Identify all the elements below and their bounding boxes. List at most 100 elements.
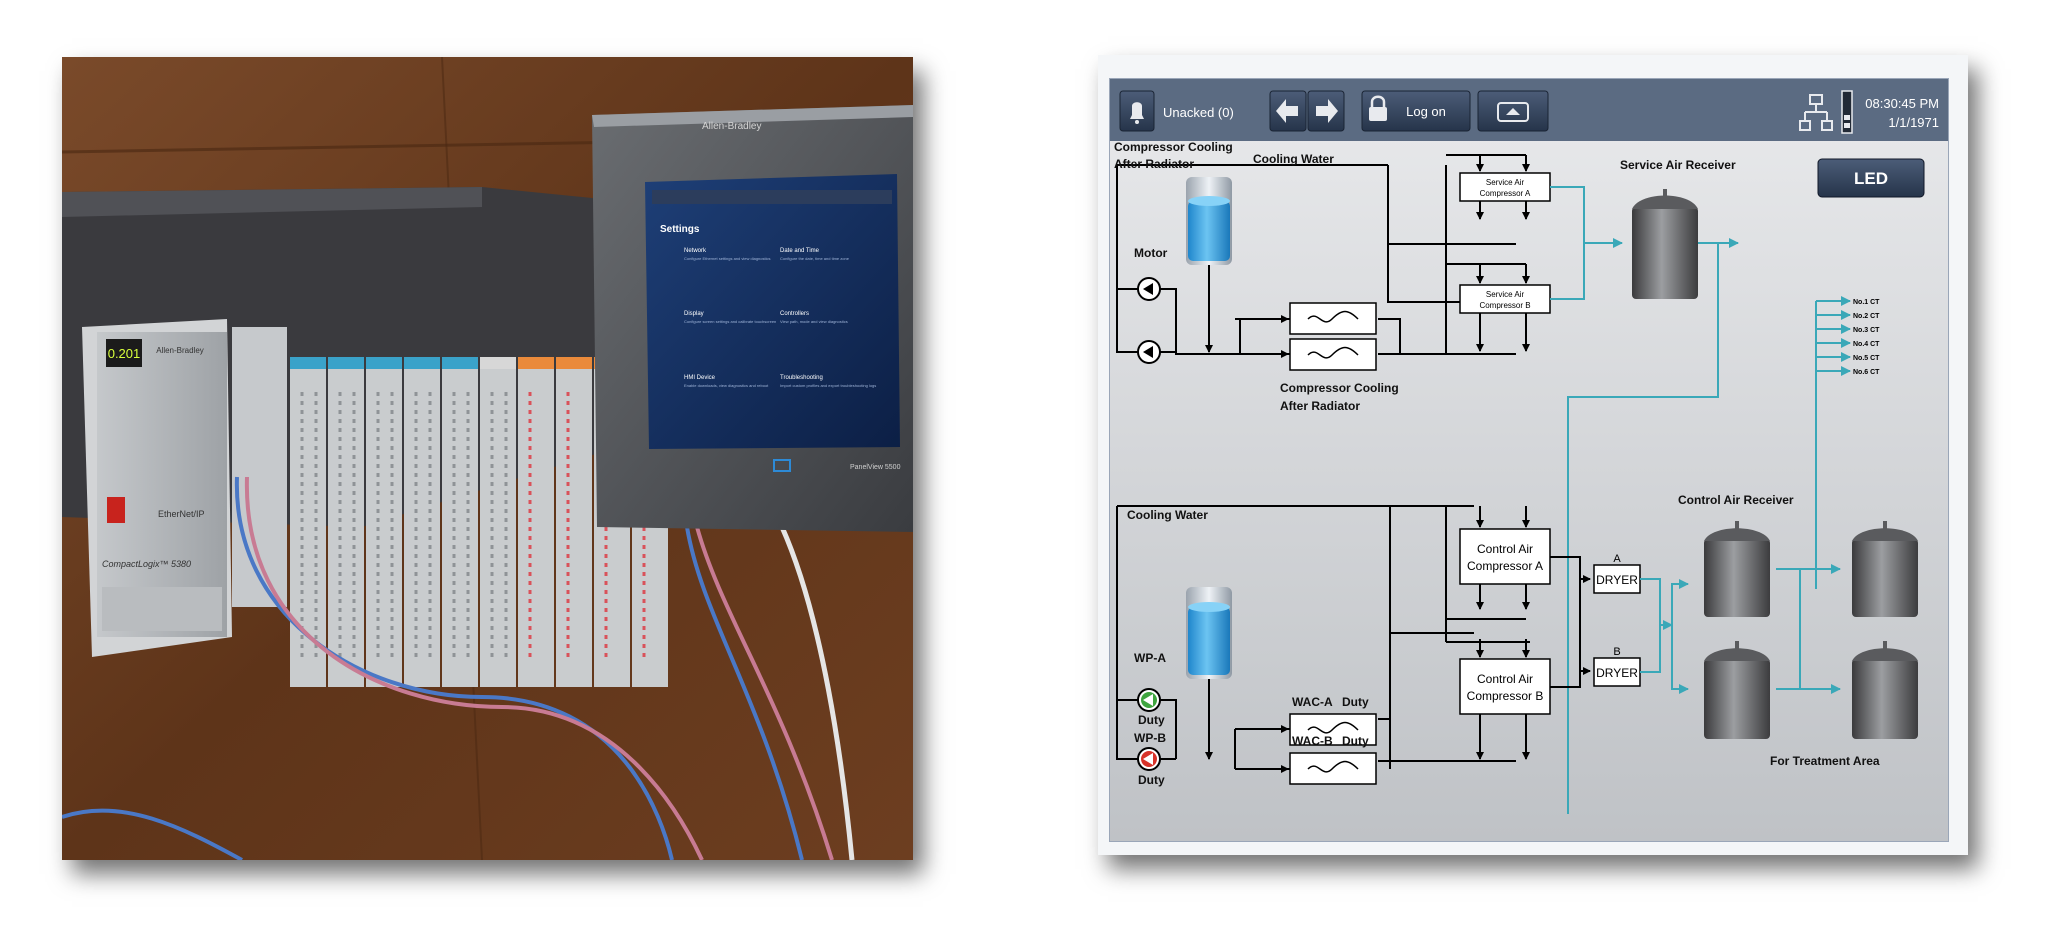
logon-button[interactable]: Log on bbox=[1361, 90, 1471, 132]
bell-icon bbox=[1130, 102, 1144, 119]
clock-time: 08:30:45 PM bbox=[1865, 96, 1939, 111]
label-for-treatment-area: For Treatment Area bbox=[1770, 754, 1880, 768]
battery-icon bbox=[1841, 90, 1853, 134]
control-air-section: Control Air Compressor A Control Air Com… bbox=[1116, 505, 1918, 785]
label-wac-a-duty: Duty bbox=[1342, 695, 1369, 709]
controller-display: 0.201 bbox=[108, 346, 141, 361]
control-comp-a-l1: Control Air bbox=[1477, 542, 1533, 556]
water-tank-bottom bbox=[1186, 587, 1232, 679]
label-comp-cooling-top: Compressor Cooling bbox=[1114, 140, 1233, 154]
lock-icon bbox=[1369, 95, 1387, 121]
cables bbox=[62, 476, 855, 860]
label-cooling-water-bottom: Cooling Water bbox=[1127, 508, 1208, 522]
hardware-photo: 0.201 Allen-Bradley EtherNet/IP CompactL… bbox=[62, 57, 913, 860]
control-receiver-2 bbox=[1704, 641, 1770, 739]
dryer-a: DRYER bbox=[1593, 564, 1641, 594]
service-compressor-a: Service Air Compressor A bbox=[1459, 172, 1551, 202]
service-comp-b-l2: Compressor B bbox=[1479, 301, 1530, 310]
ct-2: No.2 CT bbox=[1853, 313, 1880, 320]
control-comp-b-l1: Control Air bbox=[1477, 672, 1533, 686]
panelview-terminal: Allen-Bradley Settings Network Date and … bbox=[592, 105, 913, 532]
dryer-b-tag: B bbox=[1613, 646, 1620, 658]
ct-6: No.6 CT bbox=[1853, 369, 1880, 376]
panel-setting-display: Display bbox=[684, 311, 704, 317]
panel-setting-network: Network bbox=[684, 248, 707, 254]
control-comp-b-l2: Compressor B bbox=[1467, 689, 1544, 703]
pump-wp-a bbox=[1137, 688, 1161, 712]
dryer-b-label: DRYER bbox=[1596, 666, 1638, 680]
control-comp-a-l2: Compressor A bbox=[1467, 559, 1543, 573]
back-button[interactable] bbox=[1269, 90, 1307, 132]
dryer-a-label: DRYER bbox=[1596, 573, 1638, 587]
panel-setting-controllers: Controllers bbox=[780, 311, 809, 317]
hmi-toolbar: Unacked (0) Log on bbox=[1110, 79, 1948, 141]
air-header-lines bbox=[1567, 243, 1851, 814]
label-cooling-water-top: Cooling Water bbox=[1253, 152, 1334, 166]
ct-3: No.3 CT bbox=[1853, 327, 1880, 334]
eject-icon bbox=[1497, 102, 1529, 122]
radiator-top-2 bbox=[1289, 338, 1377, 371]
led-label: LED bbox=[1854, 169, 1888, 188]
ct-4: No.4 CT bbox=[1853, 341, 1880, 348]
cooling-tower-labels: No.1 CT No.2 CT No.3 CT No.4 CT No.5 CT … bbox=[1853, 299, 1880, 376]
panel-setting-datetime-sub: Configure the date, time and time zone bbox=[780, 256, 850, 261]
ct-5: No.5 CT bbox=[1853, 355, 1880, 362]
panel-setting-datetime: Date and Time bbox=[780, 248, 820, 254]
motor-pump-2 bbox=[1137, 340, 1161, 364]
hmi-diagram: Unacked (0) Log on bbox=[1110, 79, 1948, 841]
label-wp-a: WP-A bbox=[1134, 651, 1166, 665]
service-comp-a-l1: Service Air bbox=[1486, 178, 1525, 187]
label-service-air-receiver: Service Air Receiver bbox=[1620, 158, 1736, 172]
hmi-panel: Unacked (0) Log on bbox=[1098, 55, 1968, 855]
service-comp-b-l1: Service Air bbox=[1486, 290, 1525, 299]
panel-setting-hmi-sub: Enable downloads, view diagnostics and r… bbox=[684, 383, 769, 388]
hardware-photo-illustration: 0.201 Allen-Bradley EtherNet/IP CompactL… bbox=[62, 57, 913, 860]
dryer-b: DRYER bbox=[1593, 657, 1641, 687]
arrow-left-icon bbox=[1276, 99, 1298, 123]
panel-setting-network-sub: Configure Ethernet settings and view dia… bbox=[684, 256, 771, 261]
motor-pump-1 bbox=[1137, 277, 1161, 301]
radiator-wac-a bbox=[1289, 713, 1377, 746]
brand-label: Allen-Bradley bbox=[156, 346, 204, 355]
unacked-label: Unacked (0) bbox=[1163, 105, 1234, 120]
alarm-button[interactable] bbox=[1119, 90, 1155, 132]
label-wac-b-duty: Duty bbox=[1342, 734, 1369, 748]
controller-model-label: CompactLogix™ 5380 bbox=[102, 559, 191, 569]
label-motor: Motor bbox=[1134, 246, 1168, 260]
label-after-radiator-bottom: After Radiator bbox=[1280, 399, 1360, 413]
panel-setting-troubleshooting: Troubleshooting bbox=[780, 375, 823, 381]
label-after-radiator-top: After Radiator bbox=[1114, 157, 1194, 171]
panel-setting-hmi: HMI Device bbox=[684, 375, 716, 381]
label-wp-a-duty: Duty bbox=[1138, 713, 1165, 727]
arrow-right-icon bbox=[1316, 99, 1338, 123]
treatment-receiver-2 bbox=[1852, 641, 1918, 739]
service-air-receiver-tank bbox=[1632, 189, 1698, 299]
control-compressor-a: Control Air Compressor A bbox=[1459, 528, 1551, 585]
panel-setting-controllers-sub: View path, mode and view diagnostics bbox=[780, 319, 848, 324]
control-receiver-1 bbox=[1704, 521, 1770, 617]
service-compressor-b: Service Air Compressor B bbox=[1459, 284, 1551, 314]
dryer-a-tag: A bbox=[1613, 553, 1621, 565]
hmi-screen: Unacked (0) Log on bbox=[1109, 78, 1949, 842]
label-comp-cooling-bottom: Compressor Cooling bbox=[1280, 381, 1399, 395]
radiator-top-1 bbox=[1289, 302, 1377, 335]
label-wac-a: WAC-A bbox=[1292, 695, 1333, 709]
treatment-receiver-1 bbox=[1852, 521, 1918, 617]
panel-setting-troubleshooting-sub: Import custom profiles and export troubl… bbox=[780, 383, 876, 388]
panel-brand: Allen-Bradley bbox=[702, 121, 761, 132]
panel-settings-title: Settings bbox=[660, 224, 700, 235]
logon-label: Log on bbox=[1406, 104, 1446, 119]
label-wac-b: WAC-B bbox=[1292, 734, 1333, 748]
io-modules bbox=[232, 327, 668, 687]
led-button[interactable]: LED bbox=[1817, 158, 1925, 198]
display-button[interactable] bbox=[1477, 90, 1549, 132]
label-control-air-receiver: Control Air Receiver bbox=[1678, 493, 1794, 507]
forward-button[interactable] bbox=[1307, 90, 1345, 132]
service-comp-a-l2: Compressor A bbox=[1480, 189, 1531, 198]
radiator-wac-b bbox=[1289, 752, 1377, 785]
controller-module: 0.201 Allen-Bradley EtherNet/IP CompactL… bbox=[82, 319, 232, 657]
panel-setting-display-sub: Configure screen settings and calibrate … bbox=[684, 319, 776, 324]
service-air-section: Service Air Compressor A Service Air Com… bbox=[1116, 154, 1739, 371]
label-wp-b: WP-B bbox=[1134, 731, 1166, 745]
pump-wp-b bbox=[1137, 747, 1161, 771]
